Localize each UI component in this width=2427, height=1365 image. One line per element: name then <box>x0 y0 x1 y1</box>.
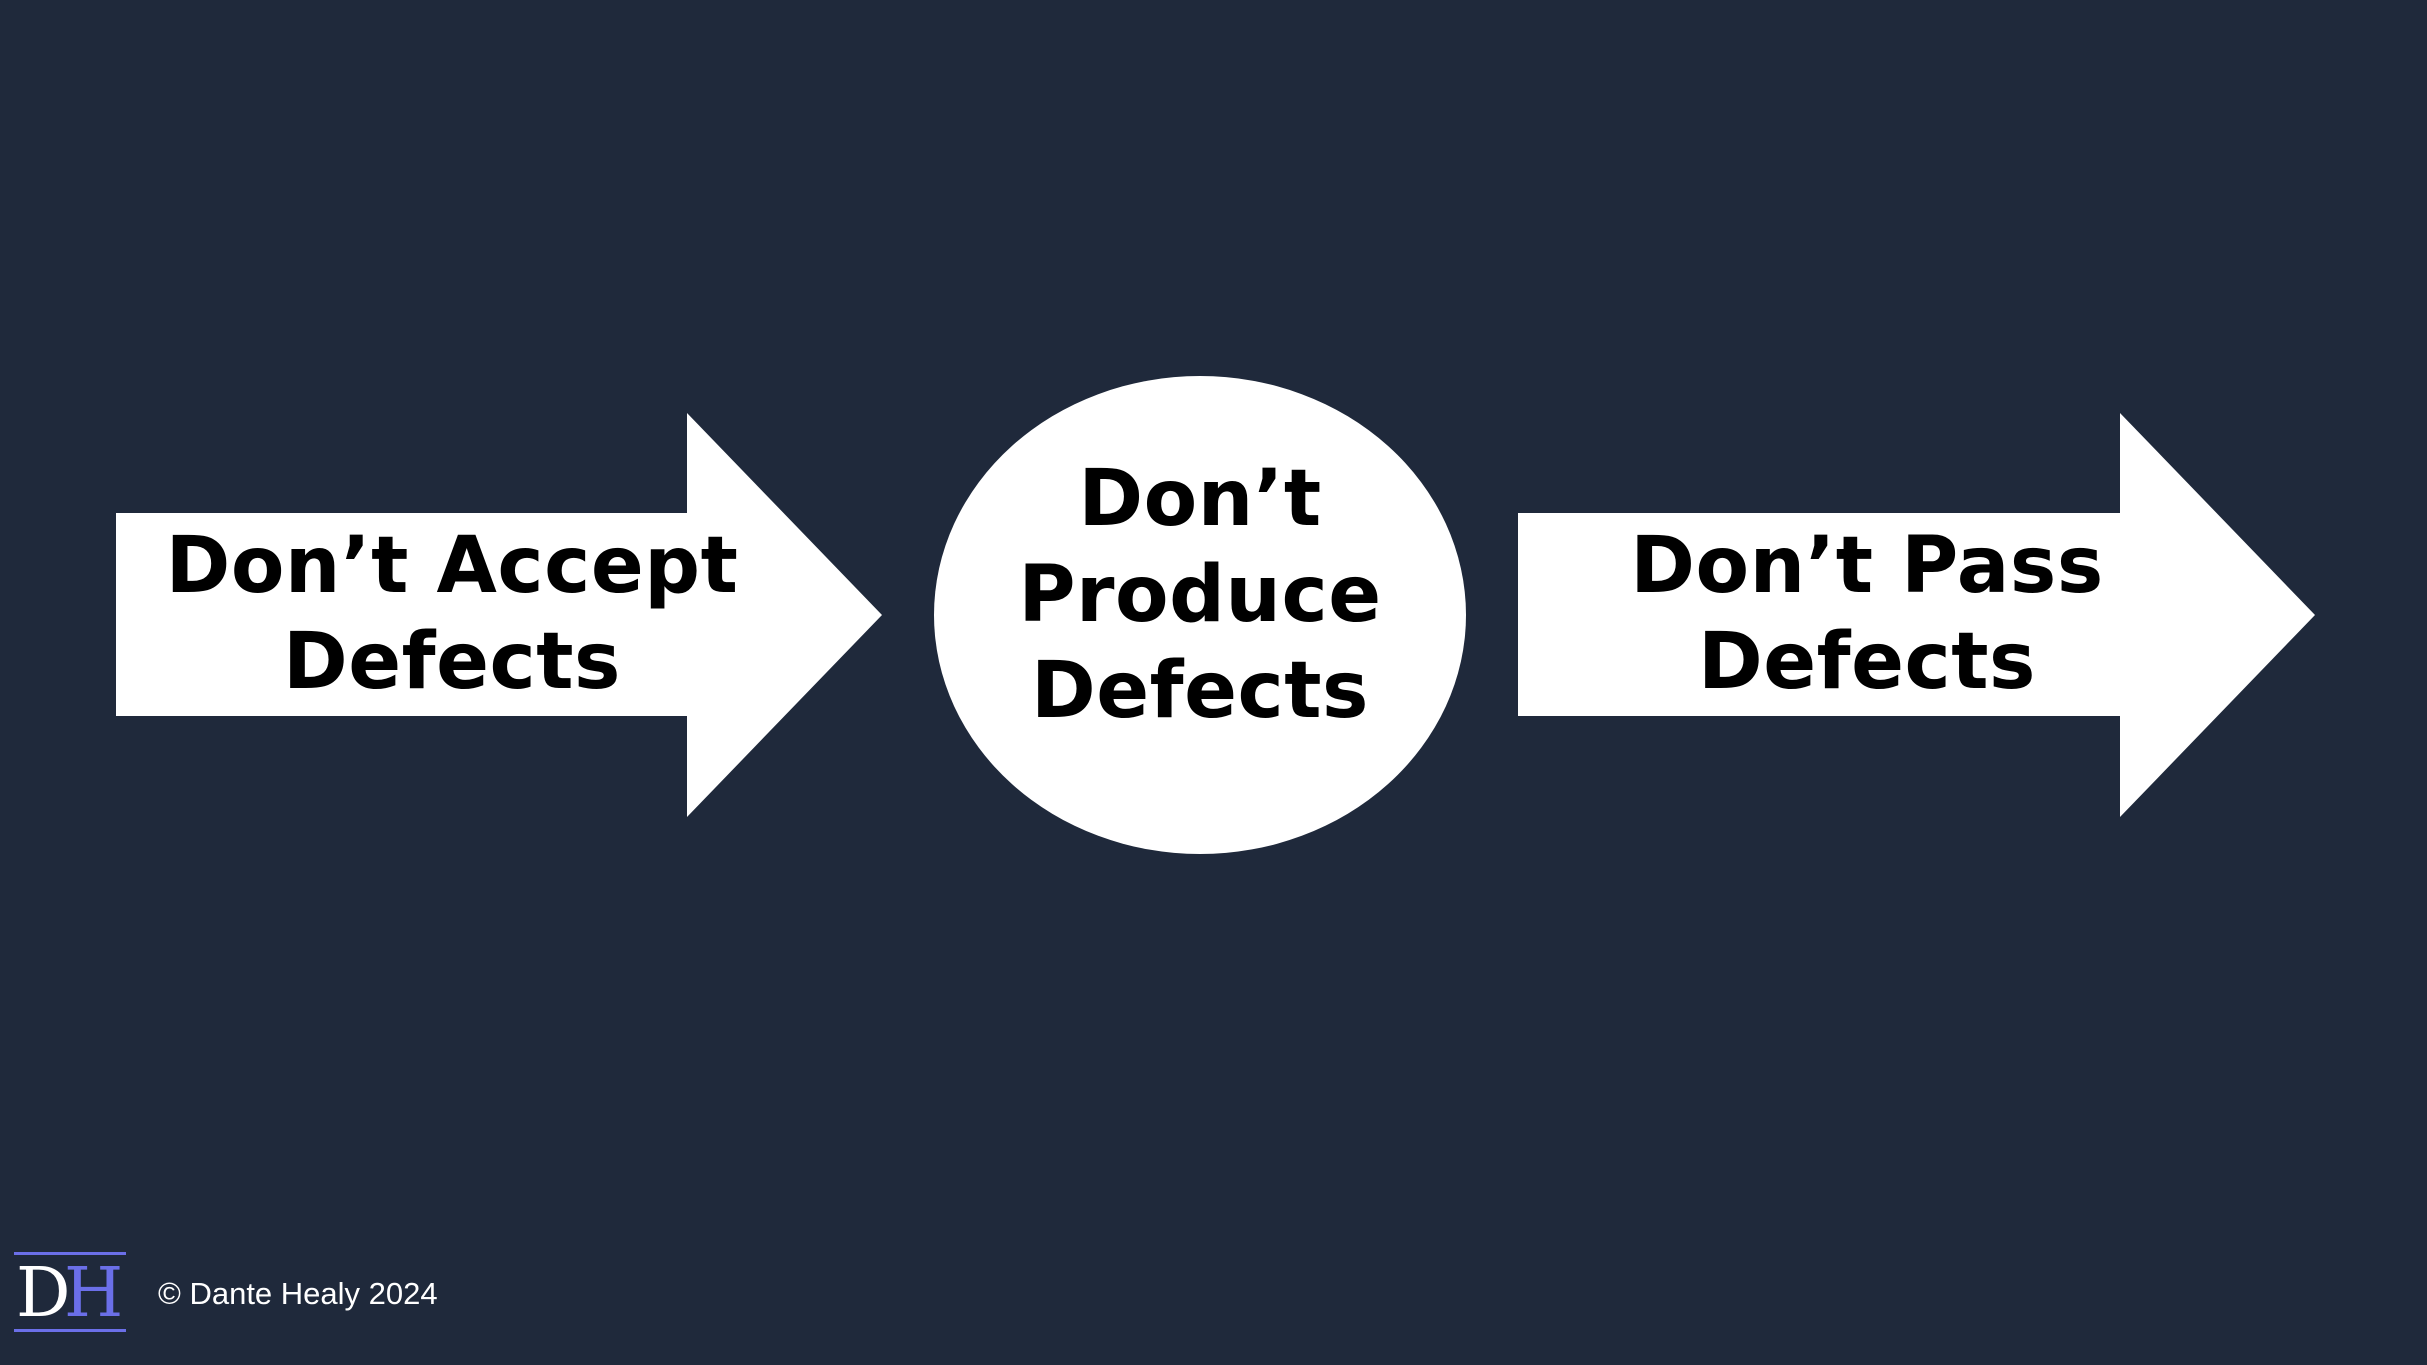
right-arrow-label-line1: Don’t Pass <box>1630 521 2104 611</box>
center-circle-label-line1: Don’t <box>1078 454 1322 544</box>
center-circle-label: Don’t Produce Defects <box>935 450 1465 740</box>
center-circle-shape <box>934 376 1466 854</box>
dh-logo: D H <box>14 1252 126 1334</box>
logo-letter-h: H <box>64 1254 124 1333</box>
right-arrow-shape <box>1518 413 2315 817</box>
left-arrow-label: Don’t Accept Defects <box>116 516 788 712</box>
center-circle-label-line3: Defects <box>1031 646 1369 736</box>
center-circle-label-line2: Produce <box>1018 550 1382 640</box>
logo-top-rule <box>14 1252 126 1255</box>
left-arrow-shape <box>116 413 882 817</box>
right-arrow-label: Don’t Pass Defects <box>1517 516 2217 712</box>
logo-bottom-rule <box>14 1329 126 1332</box>
right-arrow-label-line2: Defects <box>1698 617 2036 707</box>
left-arrow-label-line2: Defects <box>283 617 621 707</box>
copyright-text: © Dante Healy 2024 <box>158 1276 438 1311</box>
left-arrow-label-line1: Don’t Accept <box>165 521 739 611</box>
logo-letter-d: D <box>16 1254 71 1333</box>
